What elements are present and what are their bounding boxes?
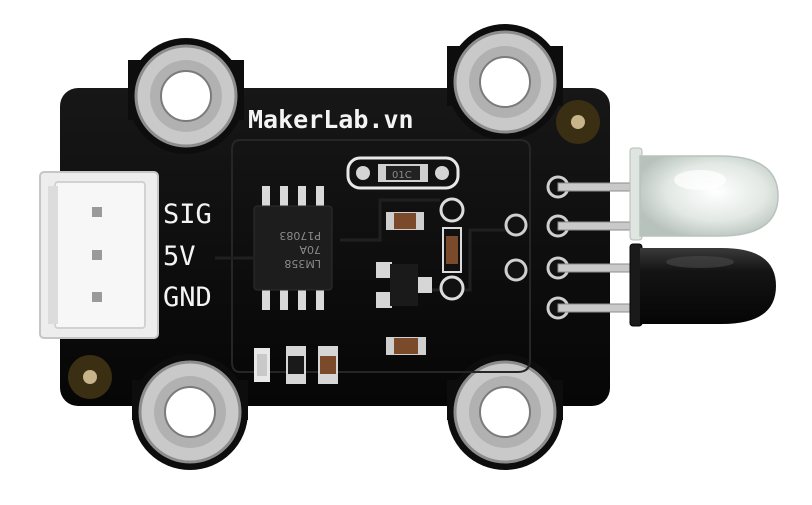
brand-label: MakerLab.vn: [248, 105, 414, 134]
pin-label-5v: 5V: [163, 241, 196, 272]
pin-label-sig: SIG: [163, 199, 212, 230]
silkscreen-outline: [231, 139, 531, 373]
jst-connector: [39, 171, 159, 339]
chip-marking-line3: P17083: [279, 229, 321, 242]
chip-marking-line1: LM358: [284, 257, 321, 270]
pin-label-gnd: GND: [163, 282, 212, 313]
mounting-hole-top-left: [134, 44, 238, 148]
resistor-code: 01C: [392, 170, 412, 181]
smd-capacitor-3: [318, 346, 338, 384]
corner-pad-bottom-left: [68, 355, 112, 399]
mounting-hole-bottom-left: [138, 360, 242, 464]
op-amp-chip: LM358 70A P17083: [253, 186, 333, 310]
mounting-hole-bottom-right: [453, 360, 557, 464]
chip-marking-line2: 70A: [299, 243, 321, 256]
ir-receiver-led: [629, 243, 776, 327]
smd-resistor-vertical: [439, 197, 465, 301]
mounting-hole-top-right: [453, 30, 557, 134]
smd-capacitor-1: [386, 212, 424, 230]
transistor: [376, 262, 432, 308]
status-led-smd: [254, 348, 270, 382]
smd-resistor-3: [286, 346, 306, 384]
corner-pad-top-right: [556, 100, 600, 144]
ir-emitter-led: [629, 147, 779, 241]
smd-resistor-top: 01C: [346, 156, 460, 190]
smd-capacitor-2: [386, 337, 426, 355]
